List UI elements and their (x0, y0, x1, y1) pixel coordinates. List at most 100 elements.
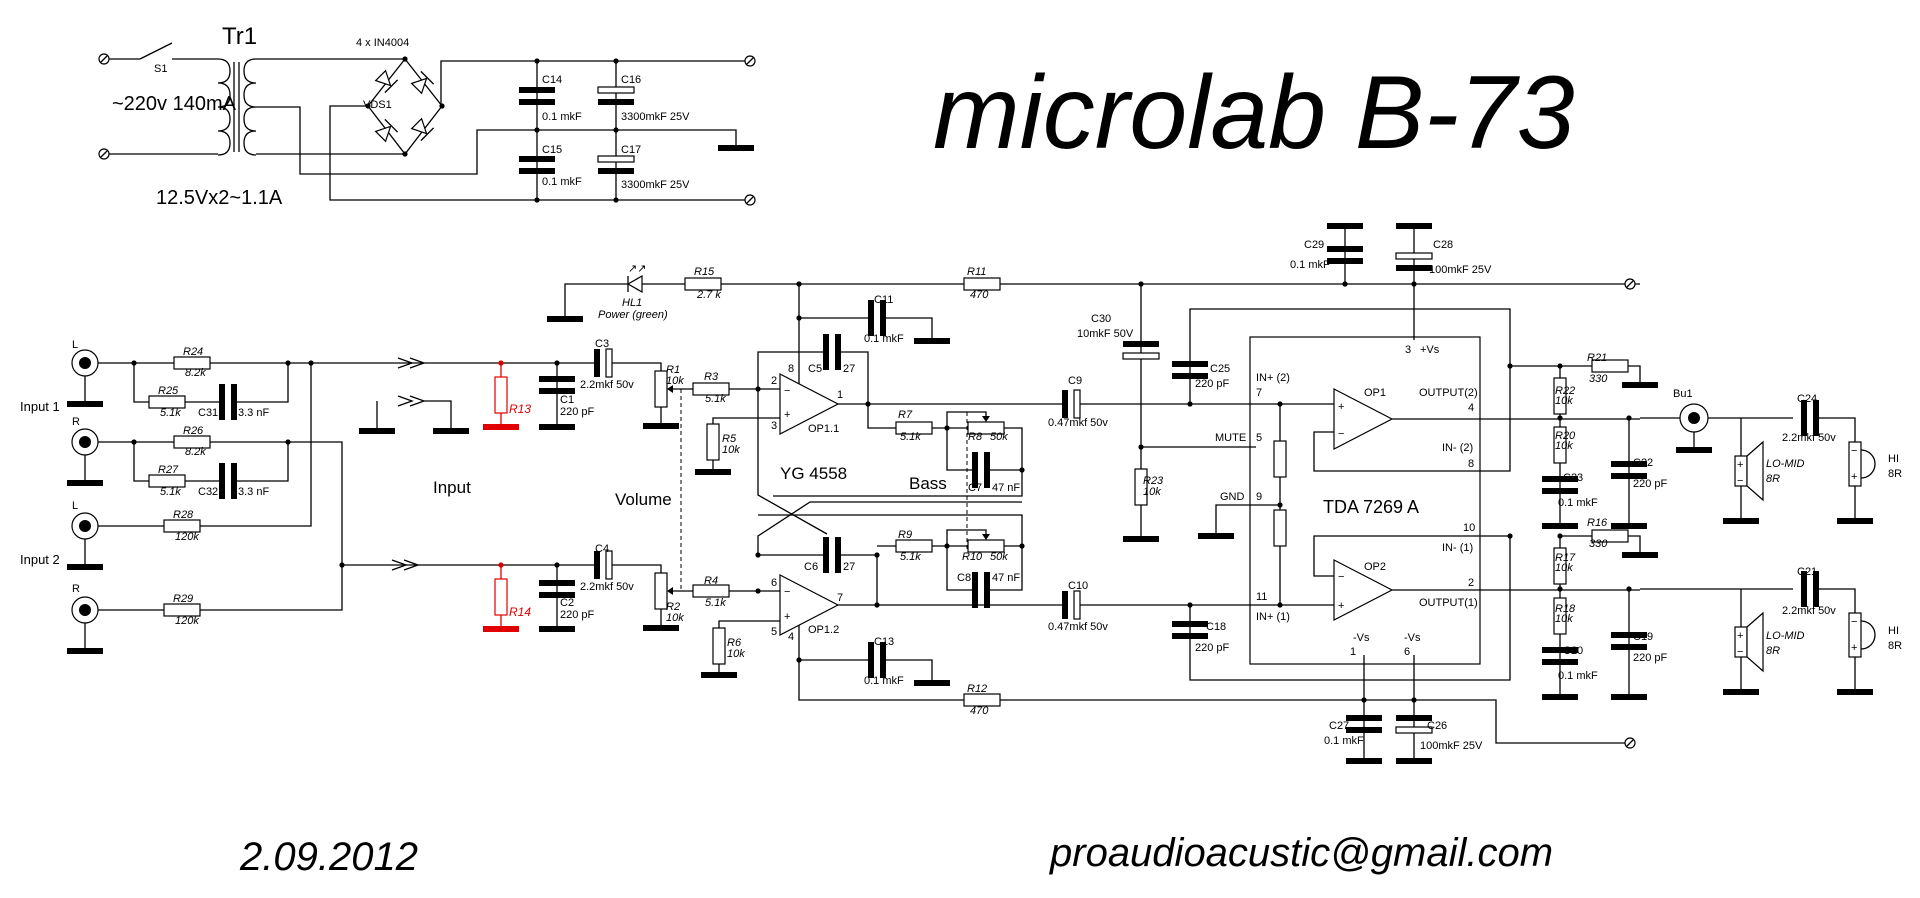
r26-value: 8.2k (185, 446, 206, 458)
c9-electrolytic (1073, 389, 1081, 419)
c27-capacitor (1346, 727, 1382, 733)
c25-capacitor (1172, 361, 1208, 367)
junction-dot (1277, 502, 1283, 508)
c10-value: 0.47mkf 50v (1048, 621, 1108, 633)
led-diode-icon (626, 274, 643, 294)
junction-dot (1626, 586, 1632, 592)
c2-capacitor (539, 592, 575, 598)
c5-value: 27 (843, 363, 855, 375)
wire (1189, 536, 1511, 681)
c31-capacitor (231, 384, 237, 420)
r21-name: R21 (1587, 352, 1607, 364)
ground-symbol (67, 480, 103, 486)
wire (397, 357, 414, 369)
transformer-primary-coil (217, 58, 231, 156)
c24-capacitor (1801, 400, 1807, 436)
r20-value: 10k (1555, 440, 1573, 452)
lo-mid-speaker-icon (1746, 440, 1764, 502)
c31-name: C31 (198, 407, 218, 419)
diode-icon (384, 118, 399, 133)
c14-capacitor (519, 87, 555, 93)
c30-name: C30 (1091, 313, 1111, 325)
r8-value: 50k (990, 431, 1008, 443)
wire (98, 441, 343, 611)
junction-dot (1361, 697, 1367, 703)
wire (609, 564, 662, 579)
junction-dot (498, 562, 504, 568)
junction-dot (339, 562, 345, 568)
pot-wiper-arrow (982, 534, 990, 540)
r17-name: R17 (1555, 552, 1576, 564)
wire (867, 404, 898, 429)
c6-capacitor (835, 537, 841, 573)
r7-value: 5.1k (900, 431, 921, 443)
r15-name: R15 (694, 266, 715, 278)
diode-icon (410, 77, 428, 95)
pin7-label: IN+ (2) (1256, 372, 1290, 384)
junction-dot (1187, 602, 1193, 608)
wire (133, 442, 224, 482)
c25-capacitor (1172, 373, 1208, 379)
ground-symbol (1396, 223, 1432, 229)
r27-name: R27 (158, 464, 179, 476)
r8-name: R8 (968, 431, 983, 443)
hi2-label: HI (1888, 625, 1899, 637)
c32-capacitor (219, 463, 225, 499)
r23-value: 10k (1143, 486, 1161, 498)
c16-electrolytic (598, 99, 634, 105)
r16-resistor (1591, 529, 1629, 543)
r4-resistor (692, 584, 730, 598)
op12-pin6: 6 (771, 577, 777, 589)
junction-dot (131, 439, 137, 445)
c20-capacitor (1542, 659, 1578, 665)
c9-value: 0.47mkf 50v (1048, 417, 1108, 429)
c30-value: 10mkF 50V (1077, 328, 1134, 340)
ground-symbol (483, 424, 519, 430)
r15-value: 2.7 k (696, 289, 721, 301)
pin6-num: 6 (1404, 646, 1410, 658)
junction-dot (1557, 415, 1563, 421)
c9-electrolytic (1062, 390, 1068, 418)
wire (234, 363, 289, 403)
ground-symbol (1542, 694, 1578, 700)
hi2-imp: 8R (1888, 640, 1902, 652)
junction-dot (1626, 415, 1632, 421)
wire (1816, 417, 1856, 442)
bass-section-label: Bass (909, 474, 947, 493)
diode-icon (374, 118, 399, 143)
c4-electrolytic (594, 551, 600, 579)
r27-resistor (148, 474, 186, 488)
ground-symbol (1611, 523, 1647, 529)
ground-symbol (67, 648, 103, 654)
r5-resistor (706, 423, 720, 461)
c15-capacitor (519, 168, 555, 174)
ground-symbol (1723, 518, 1759, 524)
junction-dot (285, 439, 291, 445)
bridge-label: VDS1 (363, 99, 392, 111)
c3-value: 2.2mkf 50v (580, 379, 634, 391)
ground-symbol (433, 428, 469, 434)
junction-dot (534, 58, 540, 64)
led-value: Power (green) (598, 309, 668, 321)
c22-name: C22 (1633, 457, 1653, 469)
r20-name: R20 (1555, 430, 1576, 442)
hi-tweeter-icon (1860, 620, 1876, 650)
c28-electrolytic (1395, 252, 1433, 260)
ground-symbol (643, 625, 679, 631)
c8-name: C8 (957, 572, 971, 584)
diode-icon (410, 117, 428, 135)
transformer-secondary-coil (243, 58, 257, 156)
ground-symbol (67, 401, 103, 407)
pin4-num: 4 (1468, 402, 1474, 414)
r12-resistor (963, 693, 1001, 707)
wire (391, 559, 408, 571)
c21-capacitor (1813, 571, 1819, 607)
pin3-num: 3 (1405, 344, 1411, 356)
plus-sign: + (1338, 401, 1344, 413)
c10-electrolytic (1062, 591, 1068, 619)
r28-value: 120k (175, 531, 199, 543)
op2-amp-opamp (1333, 559, 1394, 621)
pin4-label: OUTPUT(2) (1419, 387, 1478, 399)
junction-dot (554, 360, 560, 366)
r14-resistor (494, 578, 508, 616)
